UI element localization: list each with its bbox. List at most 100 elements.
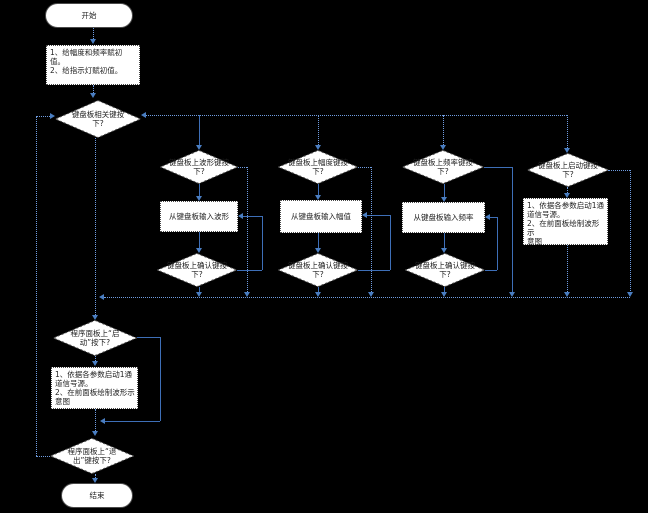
flow-line — [390, 215, 391, 270]
flow-line — [95, 409, 96, 431]
input-amplitude-process: 从键盘板输入幅值 — [280, 200, 362, 233]
input-waveform-process: 从键盘板输入波形 — [160, 201, 238, 232]
start-key-label: 键盘板上启动键按 下? — [538, 161, 598, 179]
arrow-down-icon — [441, 292, 447, 297]
arrow-down-icon — [441, 197, 447, 202]
arrow-down-icon — [627, 292, 633, 297]
confirm-key-decision-3: 键盘板上确认键按 下? — [405, 253, 485, 287]
arrow-left-icon — [238, 213, 243, 219]
flow-line — [95, 474, 96, 478]
flow-line — [485, 270, 497, 271]
diamond-shape — [278, 150, 358, 184]
arrow-left-icon — [100, 418, 105, 424]
arrow-down-icon — [564, 193, 570, 198]
arrow-down-icon — [92, 431, 98, 436]
arrow-left-icon — [362, 212, 367, 218]
input-amplitude-label: 从键盘板输入幅值 — [291, 212, 351, 221]
flow-line — [105, 421, 160, 422]
flow-line — [318, 287, 319, 292]
arrow-left-icon — [99, 294, 104, 300]
flow-line — [608, 170, 630, 171]
flow-line — [444, 233, 445, 248]
flow-line — [146, 115, 567, 116]
arrow-down-icon — [92, 315, 98, 320]
flow-line — [567, 115, 568, 148]
arrow-down-icon — [564, 148, 570, 153]
arrow-down-icon — [509, 292, 515, 297]
arrow-down-icon — [90, 39, 96, 44]
arrow-down-icon — [90, 93, 96, 98]
start-action-label: 1、依据各参数启动1通 道信号源。 2、在前面板绘制波形示 意图 — [527, 201, 605, 246]
end-label: 结束 — [89, 491, 105, 500]
arrow-down-icon — [315, 292, 321, 297]
diamond-shape — [55, 100, 141, 138]
panel-start-label: 程序面板上“启 动”按下? — [70, 329, 120, 347]
arrow-down-icon — [368, 292, 374, 297]
flow-line — [444, 184, 445, 197]
input-frequency-label: 从键盘板输入频率 — [413, 213, 474, 222]
amplitude-key-label: 键盘板上幅度键按 下? — [288, 158, 348, 176]
flow-line — [444, 287, 445, 292]
waveform-key-decision: 键盘板上波形键按 下? — [160, 150, 238, 184]
arrow-down-icon — [441, 248, 447, 253]
arrow-down-icon — [564, 292, 570, 297]
flow-line — [238, 167, 247, 168]
amplitude-key-decision: 键盘板上幅度键按 下? — [278, 150, 358, 184]
arrow-down-icon — [440, 145, 446, 150]
confirm-key-decision-1: 键盘板上确认键按 下? — [157, 253, 237, 287]
panel-action-process: 1、依据各参数启动1通 道信号源。 2、在前面板绘制波形示 意图 — [51, 367, 138, 409]
flow-line — [199, 287, 200, 292]
flow-line — [93, 85, 94, 93]
confirm-key-label-2: 键盘板上确认键按 下? — [288, 261, 348, 279]
panel-exit-label: 程序面板上“退 出”键按下? — [67, 447, 117, 465]
flow-line — [262, 216, 263, 270]
flow-line — [512, 167, 513, 292]
arrow-down-icon — [315, 195, 321, 200]
flow-line — [318, 115, 319, 145]
init-process: 1、给幅度和频率赋初 值。 2、给指示灯赋初值。 — [46, 45, 140, 85]
diamond-shape — [157, 253, 237, 287]
start-terminator: 开始 — [45, 3, 133, 28]
start-key-decision: 键盘板上启动键按 下? — [527, 153, 609, 187]
flow-line — [443, 115, 444, 145]
arrow-down-icon — [92, 478, 98, 483]
flow-line — [318, 184, 319, 195]
flow-line — [160, 337, 161, 421]
flow-line — [497, 217, 498, 270]
flow-line — [367, 215, 390, 216]
key-check-decision: 键盘板相关键按 下? — [55, 100, 141, 138]
flow-line — [358, 167, 371, 168]
flow-line — [371, 167, 372, 292]
arrow-down-icon — [196, 292, 202, 297]
arrow-down-icon — [196, 196, 202, 201]
key-check-label: 键盘板相关键按 下? — [71, 110, 125, 128]
flow-line — [137, 337, 160, 338]
input-waveform-label: 从键盘板输入波形 — [169, 212, 229, 221]
flow-line — [95, 356, 96, 361]
arrow-down-icon — [244, 292, 250, 297]
panel-start-decision: 程序面板上“启 动”按下? — [53, 320, 137, 356]
end-terminator: 结束 — [61, 483, 133, 508]
flow-line — [630, 170, 631, 295]
flow-line — [95, 138, 96, 315]
confirm-key-decision-2: 键盘板上确认键按 下? — [278, 253, 358, 287]
arrow-down-icon — [315, 248, 321, 253]
flow-line — [36, 116, 37, 456]
arrow-down-icon — [196, 248, 202, 253]
confirm-key-label-3: 键盘板上确认键按 下? — [415, 261, 475, 279]
flow-line — [247, 167, 248, 292]
init-label: 1、给幅度和频率赋初 值。 2、给指示灯赋初值。 — [50, 48, 123, 75]
diamond-shape — [278, 253, 358, 287]
start-label: 开始 — [81, 11, 97, 20]
flow-line — [237, 270, 262, 271]
diamond-shape — [405, 253, 485, 287]
flow-line — [104, 297, 630, 298]
flow-line — [199, 232, 200, 248]
diamond-shape — [160, 150, 238, 184]
flow-line — [484, 167, 512, 168]
frequency-key-decision: 键盘板上频率键按 下? — [402, 150, 484, 184]
arrow-down-icon — [196, 145, 202, 150]
diamond-shape — [402, 150, 484, 184]
panel-exit-decision: 程序面板上“退 出”键按下? — [50, 438, 134, 474]
